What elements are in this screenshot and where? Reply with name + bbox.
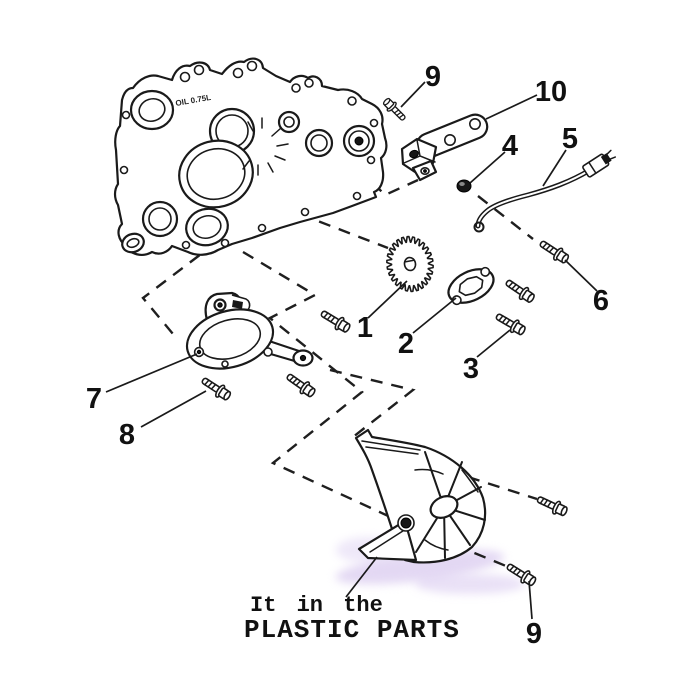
- part-label-10: 10: [535, 76, 567, 108]
- cable-part: [473, 149, 616, 233]
- bolt-guard-side: [534, 492, 570, 520]
- crankcase-part: OIL 0.75L: [113, 57, 388, 256]
- bracket-part: [400, 113, 489, 182]
- bolt-9-top: [380, 95, 409, 124]
- bolt-8: [198, 373, 234, 404]
- part-label-2: 2: [398, 328, 414, 360]
- chain-guard-part: [354, 428, 487, 564]
- part-label-4: 4: [502, 130, 518, 162]
- note-line-2: PLASTIC PARTS: [244, 615, 460, 645]
- bolt-3b: [492, 309, 529, 339]
- part-number-labels: 9 10 4 5 6 1 2 3 7 8 9: [86, 61, 609, 650]
- sunburst-detail: [242, 117, 289, 176]
- nut-part: [456, 179, 472, 193]
- retainer-plate-part: [185, 291, 314, 370]
- case-bolt-holes: [119, 60, 379, 250]
- part-label-7: 7: [86, 383, 102, 415]
- sprocket-part: [386, 235, 434, 293]
- part-label-6: 6: [593, 285, 609, 317]
- part-label-8: 8: [119, 419, 135, 451]
- part-label-1: 1: [357, 312, 373, 344]
- leader-lines: [105, 81, 598, 620]
- part-label-9-bottom: 9: [526, 618, 542, 650]
- bolt-left: [317, 306, 353, 336]
- note-line-1: It in the: [250, 593, 383, 618]
- part-label-9-top: 9: [425, 61, 441, 93]
- gasket-part: [447, 266, 495, 306]
- bolt-3a: [502, 275, 538, 306]
- bolt-mid: [283, 369, 319, 401]
- part-label-5: 5: [562, 123, 578, 155]
- part-label-3: 3: [463, 353, 479, 385]
